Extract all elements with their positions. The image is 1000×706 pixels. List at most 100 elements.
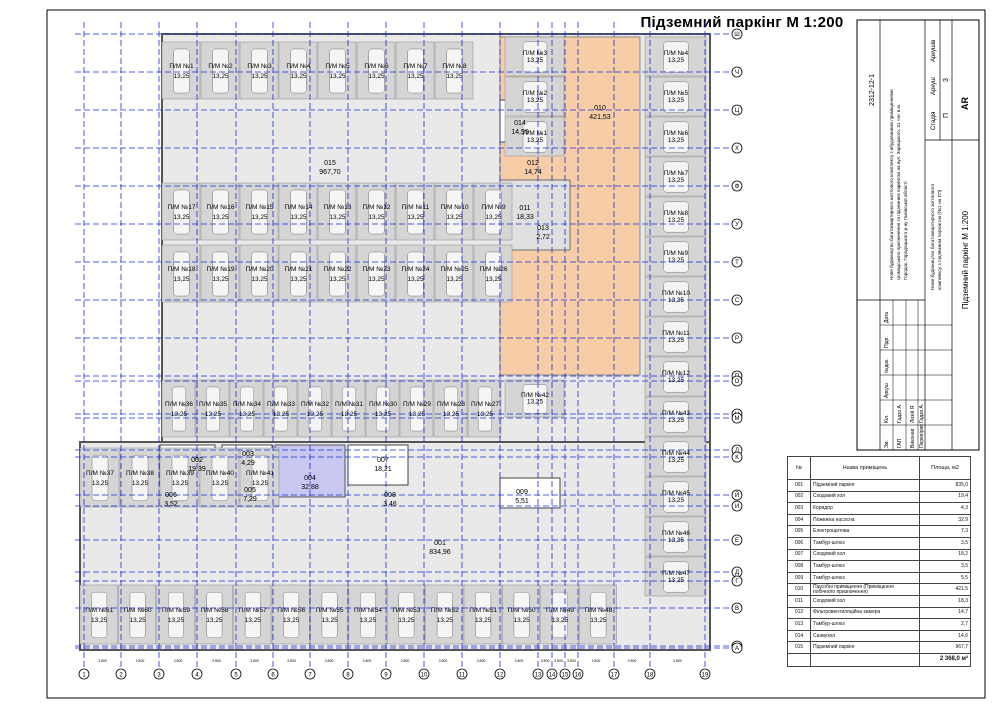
car-symbol	[409, 386, 425, 432]
room-num-cell: 001	[787, 479, 811, 492]
axis-bubble: 18	[644, 668, 656, 680]
room-area-label: 14,74	[524, 169, 542, 176]
space-number: П/М №34	[233, 401, 261, 408]
room-name-cell: Підземний паркінг	[810, 479, 920, 492]
space-number: П/М №42	[521, 392, 549, 399]
room-num-cell: 002	[787, 490, 811, 504]
space-number: П/М №28	[437, 401, 465, 408]
car-symbol	[251, 189, 268, 235]
space-area: 13,25	[132, 480, 149, 487]
car-symbol	[485, 189, 502, 235]
axis-bubble: Ч	[731, 66, 743, 78]
room-area-label: 32,88	[301, 484, 319, 491]
title-block-text: 2312-12-1 Нове будівництво багатоквартир…	[869, 40, 970, 448]
space-area: 13,25	[446, 276, 463, 283]
space-number: П/М №52	[431, 607, 459, 614]
room-area-cell: 19,4	[919, 490, 971, 504]
car-symbol	[485, 251, 502, 297]
axis-row-label: Д	[735, 570, 739, 576]
car-symbol	[375, 386, 391, 432]
axis-row-label: Л	[735, 448, 739, 454]
space-number: П/М №58	[200, 607, 228, 614]
space-number: П/М №6	[364, 63, 389, 70]
dimension-label: 3 800	[401, 659, 410, 663]
car-symbol	[552, 591, 568, 639]
header-area: Площа, м2	[919, 456, 971, 480]
space-number: П/М №50	[508, 607, 536, 614]
space-number: П/М №1	[523, 130, 548, 137]
space-area: 13,25	[668, 177, 685, 184]
room-schedule-total: 2 368,0 м²	[787, 652, 971, 667]
car-symbol	[91, 454, 109, 502]
dimension-label: 3 800	[98, 659, 107, 663]
axis-column-label: 1	[82, 673, 86, 679]
car-symbol	[360, 591, 376, 639]
room-num-cell: 007	[787, 548, 811, 562]
axis-row-label: К	[735, 455, 739, 461]
dimension-label: 3 800	[477, 659, 486, 663]
space-area: 13,25	[527, 57, 544, 64]
room-number-label: 012	[527, 160, 539, 167]
axis-bubble: О	[731, 375, 743, 387]
dimension-label: 3 800	[174, 659, 183, 663]
axis-bubble: 1	[78, 668, 90, 680]
axis-bubble: С	[731, 294, 743, 306]
car-symbol	[251, 251, 268, 297]
sheet-title: Підземний паркінг М 1:200	[640, 14, 844, 31]
space-area: 13,25	[212, 276, 229, 283]
axis-row-label: Ч	[735, 70, 739, 76]
space-area: 13,25	[251, 276, 268, 283]
car-symbol	[211, 454, 229, 502]
space-number: П/М №2	[523, 90, 548, 97]
space-number: П/М №23	[363, 266, 391, 273]
space-area: 13,25	[668, 577, 685, 584]
room-area-label: 7,29	[243, 496, 257, 503]
space-number: П/М №31	[335, 401, 363, 408]
space-number: П/М №55	[316, 607, 344, 614]
room-number-label: 001	[434, 540, 446, 547]
room-num-cell: 005	[787, 525, 811, 538]
room-area-cell: 18,2	[919, 548, 971, 562]
axis-bubble: Ф	[731, 180, 743, 192]
axis-row-label: Й	[735, 491, 739, 499]
space-number: П/М №15	[246, 204, 274, 211]
car-symbol	[663, 201, 689, 233]
space-number: П/М №22	[324, 266, 352, 273]
space-number: П/М №12	[662, 370, 690, 377]
space-number: П/М №9	[481, 204, 506, 211]
car-symbol	[283, 591, 300, 639]
room-name-cell: Тамбур-шлюз	[810, 618, 920, 631]
car-symbol	[407, 48, 424, 94]
room-number-label: 006	[165, 492, 177, 499]
axis-column-label: 14	[549, 673, 556, 679]
room-num-cell: 006	[787, 536, 811, 550]
axis-row-label: У	[735, 222, 739, 228]
space-area: 13,25	[527, 97, 544, 104]
car-symbol	[407, 189, 424, 235]
car-symbol	[206, 591, 223, 639]
axis-bubble: 9	[380, 668, 392, 680]
room-number-label: 014	[514, 120, 526, 127]
room-area-cell: 835,0	[919, 479, 971, 492]
stage-value: П	[943, 113, 950, 118]
room-num-cell: 014	[787, 629, 811, 643]
axis-bubble: 3	[153, 668, 165, 680]
space-area: 13,25	[407, 214, 424, 221]
room-area-label: 19,39	[188, 466, 206, 473]
space-number: П/М №57	[239, 607, 267, 614]
space-area: 13,25	[407, 73, 424, 80]
axis-row-label: Е	[735, 538, 739, 544]
room-area-label: 18,33	[516, 214, 534, 221]
space-area: 13,25	[527, 137, 544, 144]
axis-row-label: Р	[735, 336, 739, 342]
